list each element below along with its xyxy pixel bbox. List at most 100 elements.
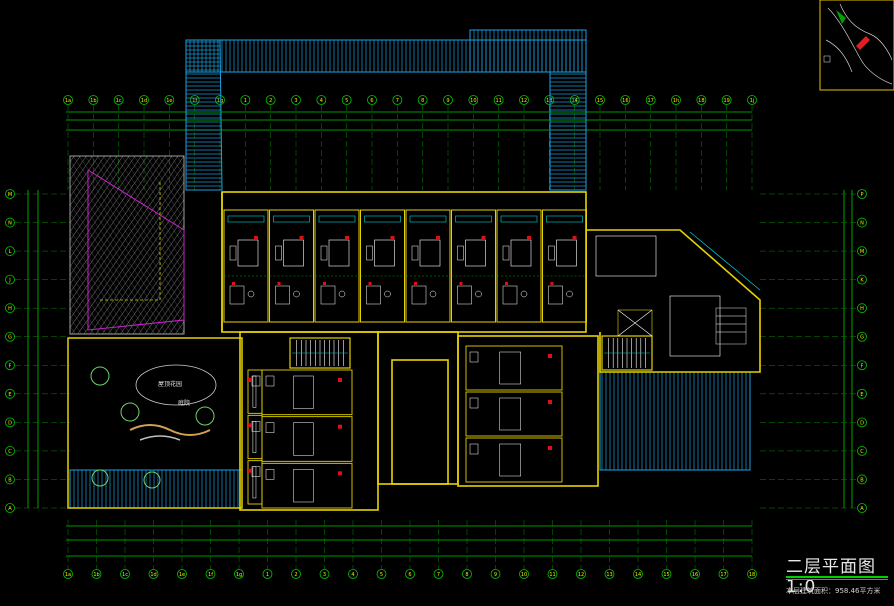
axis-bubble: C — [857, 446, 867, 456]
axis-bubble: M — [5, 189, 15, 199]
axis-bubble: 7 — [433, 569, 444, 579]
title-underline-thin — [786, 579, 888, 580]
axis-label: 19 — [723, 98, 729, 104]
axis-label: 17 — [720, 572, 726, 578]
axis-label: F — [861, 363, 864, 369]
axis-bubble: H — [5, 303, 15, 314]
axis-label: 11 — [549, 572, 555, 578]
axis-bubble: 2 — [291, 569, 301, 579]
axis-bubble: 3 — [319, 569, 330, 579]
axis-label: 15 — [597, 98, 603, 104]
axis-bubble: E — [857, 388, 867, 399]
axis-bubble: 9 — [443, 95, 453, 105]
roof-areas — [69, 29, 751, 509]
axis-label: 9 — [494, 572, 497, 578]
axis-bubble: 1e — [164, 95, 175, 105]
axis-label: 8 — [421, 98, 424, 104]
axis-label: 10 — [521, 572, 527, 578]
axis-label: 12 — [578, 572, 584, 578]
axis-label: A — [8, 506, 12, 512]
guest-room — [542, 209, 587, 323]
axis-bubble: 9 — [490, 569, 501, 579]
guest-room — [223, 209, 269, 323]
axis-label: D — [8, 420, 12, 426]
axis-label: 17 — [647, 98, 653, 104]
dimension-lines-top — [66, 111, 752, 131]
axis-bubble: N — [5, 217, 15, 228]
axis-label: H — [8, 306, 12, 312]
axis-bubble: N — [857, 217, 867, 228]
axis-label: 1d — [150, 572, 156, 578]
axis-bubble: 15 — [661, 569, 672, 579]
axis-label: 9 — [446, 98, 449, 104]
axis-label: 13 — [606, 572, 612, 578]
axis-label: 4 — [351, 572, 354, 578]
axis-label: 15 — [663, 572, 669, 578]
axis-label: 1e — [166, 98, 172, 104]
axis-bubble: D — [5, 417, 15, 428]
axis-label: 1b — [93, 572, 99, 578]
axis-label: 1f — [208, 572, 213, 578]
room-unit — [247, 414, 263, 460]
axis-label: L — [9, 249, 12, 255]
axis-bubble: M — [857, 246, 867, 256]
axis-bubble: 11 — [493, 95, 504, 105]
axis-label: 8 — [465, 572, 468, 578]
axis-bubble: A — [5, 503, 15, 513]
axis-label: G — [8, 335, 12, 341]
axis-label: 1a — [65, 572, 71, 578]
axis-bubble: L — [5, 246, 15, 256]
axis-bubble: P — [857, 189, 867, 199]
axis-bubble: C — [5, 446, 15, 456]
axis-label: 1c — [122, 572, 128, 578]
room-unit — [261, 369, 353, 416]
axis-bubble: 1f — [205, 569, 216, 579]
axis-bubble: 7 — [392, 95, 403, 105]
axis-label: 1b — [90, 98, 96, 104]
axis-bubble: 1 — [240, 95, 251, 105]
guest-room — [496, 209, 542, 323]
axis-bubble: 1a — [63, 569, 73, 579]
axis-label: 5 — [380, 572, 383, 578]
axis-bubble: 1d — [148, 569, 159, 579]
axis-bubble: 5 — [341, 95, 352, 105]
room-unit — [261, 462, 353, 509]
axis-label: N — [860, 221, 864, 227]
axis-label: 1g — [236, 572, 242, 578]
axis-label: 16 — [692, 572, 698, 578]
axis-label: 1 — [266, 572, 269, 578]
axis-label: 13 — [546, 98, 552, 104]
guest-room-bays — [223, 209, 587, 323]
axis-label: 6 — [370, 98, 373, 104]
axis-bubble: 6 — [405, 569, 415, 579]
axis-bubble: 1c — [120, 569, 130, 579]
axis-label: 18 — [749, 572, 755, 578]
courtyard-label: 庭院 — [178, 399, 190, 407]
axis-bubble: 8 — [417, 95, 428, 105]
axis-label: 6 — [408, 572, 411, 578]
axis-label: C — [8, 449, 12, 455]
axis-bubble: H — [857, 303, 867, 314]
hatched-roof — [69, 155, 185, 335]
axis-bubble: 13 — [604, 569, 615, 579]
axis-label: M — [860, 249, 864, 255]
room-unit — [465, 437, 563, 483]
guest-room — [360, 209, 405, 323]
axis-label: D — [860, 420, 864, 426]
east-wing — [595, 231, 761, 357]
axis-bubble: 17 — [718, 569, 729, 579]
axis-label: B — [8, 477, 12, 483]
axis-bubble: E — [5, 388, 15, 399]
axis-label: 3 — [294, 98, 297, 104]
axis-label: 2 — [269, 98, 272, 104]
lower-room-clusters — [247, 345, 563, 509]
axis-label: E — [8, 392, 11, 398]
axis-bubble: 1d — [139, 95, 149, 105]
axis-bubble: 1j — [747, 95, 757, 105]
room-unit — [247, 460, 263, 505]
axis-bubble: 6 — [367, 95, 377, 105]
axis-label: 1a — [65, 98, 71, 104]
